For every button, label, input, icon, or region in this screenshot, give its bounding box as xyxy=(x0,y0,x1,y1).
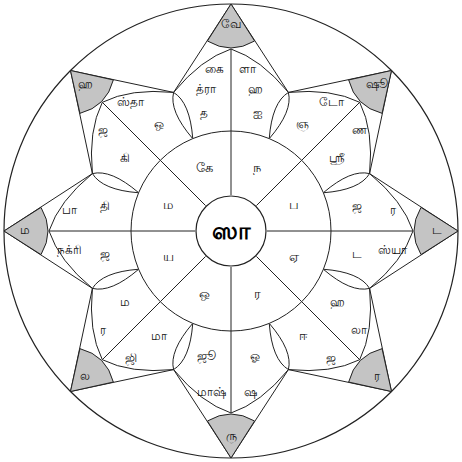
letter-label: ஷ xyxy=(244,386,257,399)
ring-divider xyxy=(267,231,331,232)
letter-label: ஸ்தா xyxy=(117,96,144,109)
letter-label: ஒ xyxy=(199,287,210,301)
letter-label: கி xyxy=(120,153,130,166)
letter-label: த xyxy=(200,107,208,120)
shaded-tip xyxy=(207,414,254,458)
letter-label: ர xyxy=(254,287,261,301)
petal-divider xyxy=(231,49,232,131)
letter-label: ஈ xyxy=(299,331,307,344)
letter-label: ட xyxy=(432,224,442,237)
letter-label: ஐ xyxy=(253,107,263,120)
letter-label: ஜ xyxy=(326,353,336,366)
ring-divider xyxy=(131,231,195,232)
letter-label: ர xyxy=(100,325,106,338)
letter-label: மா xyxy=(151,331,167,344)
letter-label: ஓ xyxy=(250,350,260,363)
shaded-tip xyxy=(414,207,458,254)
letter-label: ரு xyxy=(226,430,237,443)
letter-label: ஹ xyxy=(78,79,93,92)
letter-label: ளா xyxy=(239,63,256,76)
letter-label: ஸ்யா xyxy=(378,244,407,257)
center-circle-shape xyxy=(196,196,266,266)
petal-divider xyxy=(302,102,360,160)
letter-label: லா xyxy=(351,325,367,338)
ring-divider xyxy=(231,267,232,331)
center-syllable: ஸா xyxy=(212,218,251,244)
letter-label: ஞ xyxy=(296,118,309,131)
letter-label: ஹ xyxy=(248,84,263,97)
inner-ring xyxy=(131,131,331,331)
letter-label: ஜ xyxy=(98,124,108,137)
petal-divider xyxy=(102,102,160,160)
letter-label: வே xyxy=(221,18,241,31)
letter-label: மாஷ் xyxy=(197,386,226,399)
letter-label: நக்ரி xyxy=(57,244,82,257)
letter-label: ஜி xyxy=(125,353,137,366)
letter-label: ட xyxy=(352,249,362,262)
petal-divider xyxy=(302,302,360,360)
letter-label: ஜ xyxy=(352,200,362,213)
letter-label: ம xyxy=(120,296,130,309)
outer-circle xyxy=(4,4,458,458)
letter-label: ஷூ xyxy=(366,79,388,92)
lotus-petal xyxy=(173,323,289,413)
letter-label: கே xyxy=(196,161,213,175)
letter-label: ய xyxy=(163,250,174,264)
letter-label: ல xyxy=(80,370,90,383)
letter-label: ஹ xyxy=(330,296,345,309)
letter-label: ர xyxy=(374,370,380,383)
letter-label: ம xyxy=(163,198,173,212)
lotus-petal xyxy=(49,173,139,289)
lotus-petal xyxy=(173,49,289,139)
lotus-petal xyxy=(323,173,413,289)
letter-label: ஸ்ரீ xyxy=(329,153,345,166)
letter-label: ஒ xyxy=(154,118,164,131)
letter-label: ம xyxy=(20,224,30,237)
letter-label: கை xyxy=(205,63,224,76)
letter-label: பா xyxy=(62,205,77,218)
letter-label: ஜூ xyxy=(197,350,216,363)
letter-label: ஏ xyxy=(289,250,299,264)
center-circle: ஸா xyxy=(195,195,267,267)
letter-label: ப xyxy=(289,198,299,212)
letter-label: டோ xyxy=(319,96,344,109)
letter-label: த்ரா xyxy=(196,84,216,97)
letter-label: ண xyxy=(352,124,367,137)
letter-label: ந xyxy=(253,161,261,175)
petal-divider xyxy=(231,331,232,413)
shaded-tip xyxy=(4,207,48,254)
petal-divider xyxy=(49,231,131,232)
letter-label: தி xyxy=(100,200,110,213)
star-outline xyxy=(4,4,458,458)
ring-divider xyxy=(231,131,232,195)
letter-label: ர xyxy=(390,205,396,218)
shaded-tip xyxy=(207,4,254,48)
petal-divider xyxy=(331,231,413,232)
letter-label: ஜ xyxy=(100,249,110,262)
